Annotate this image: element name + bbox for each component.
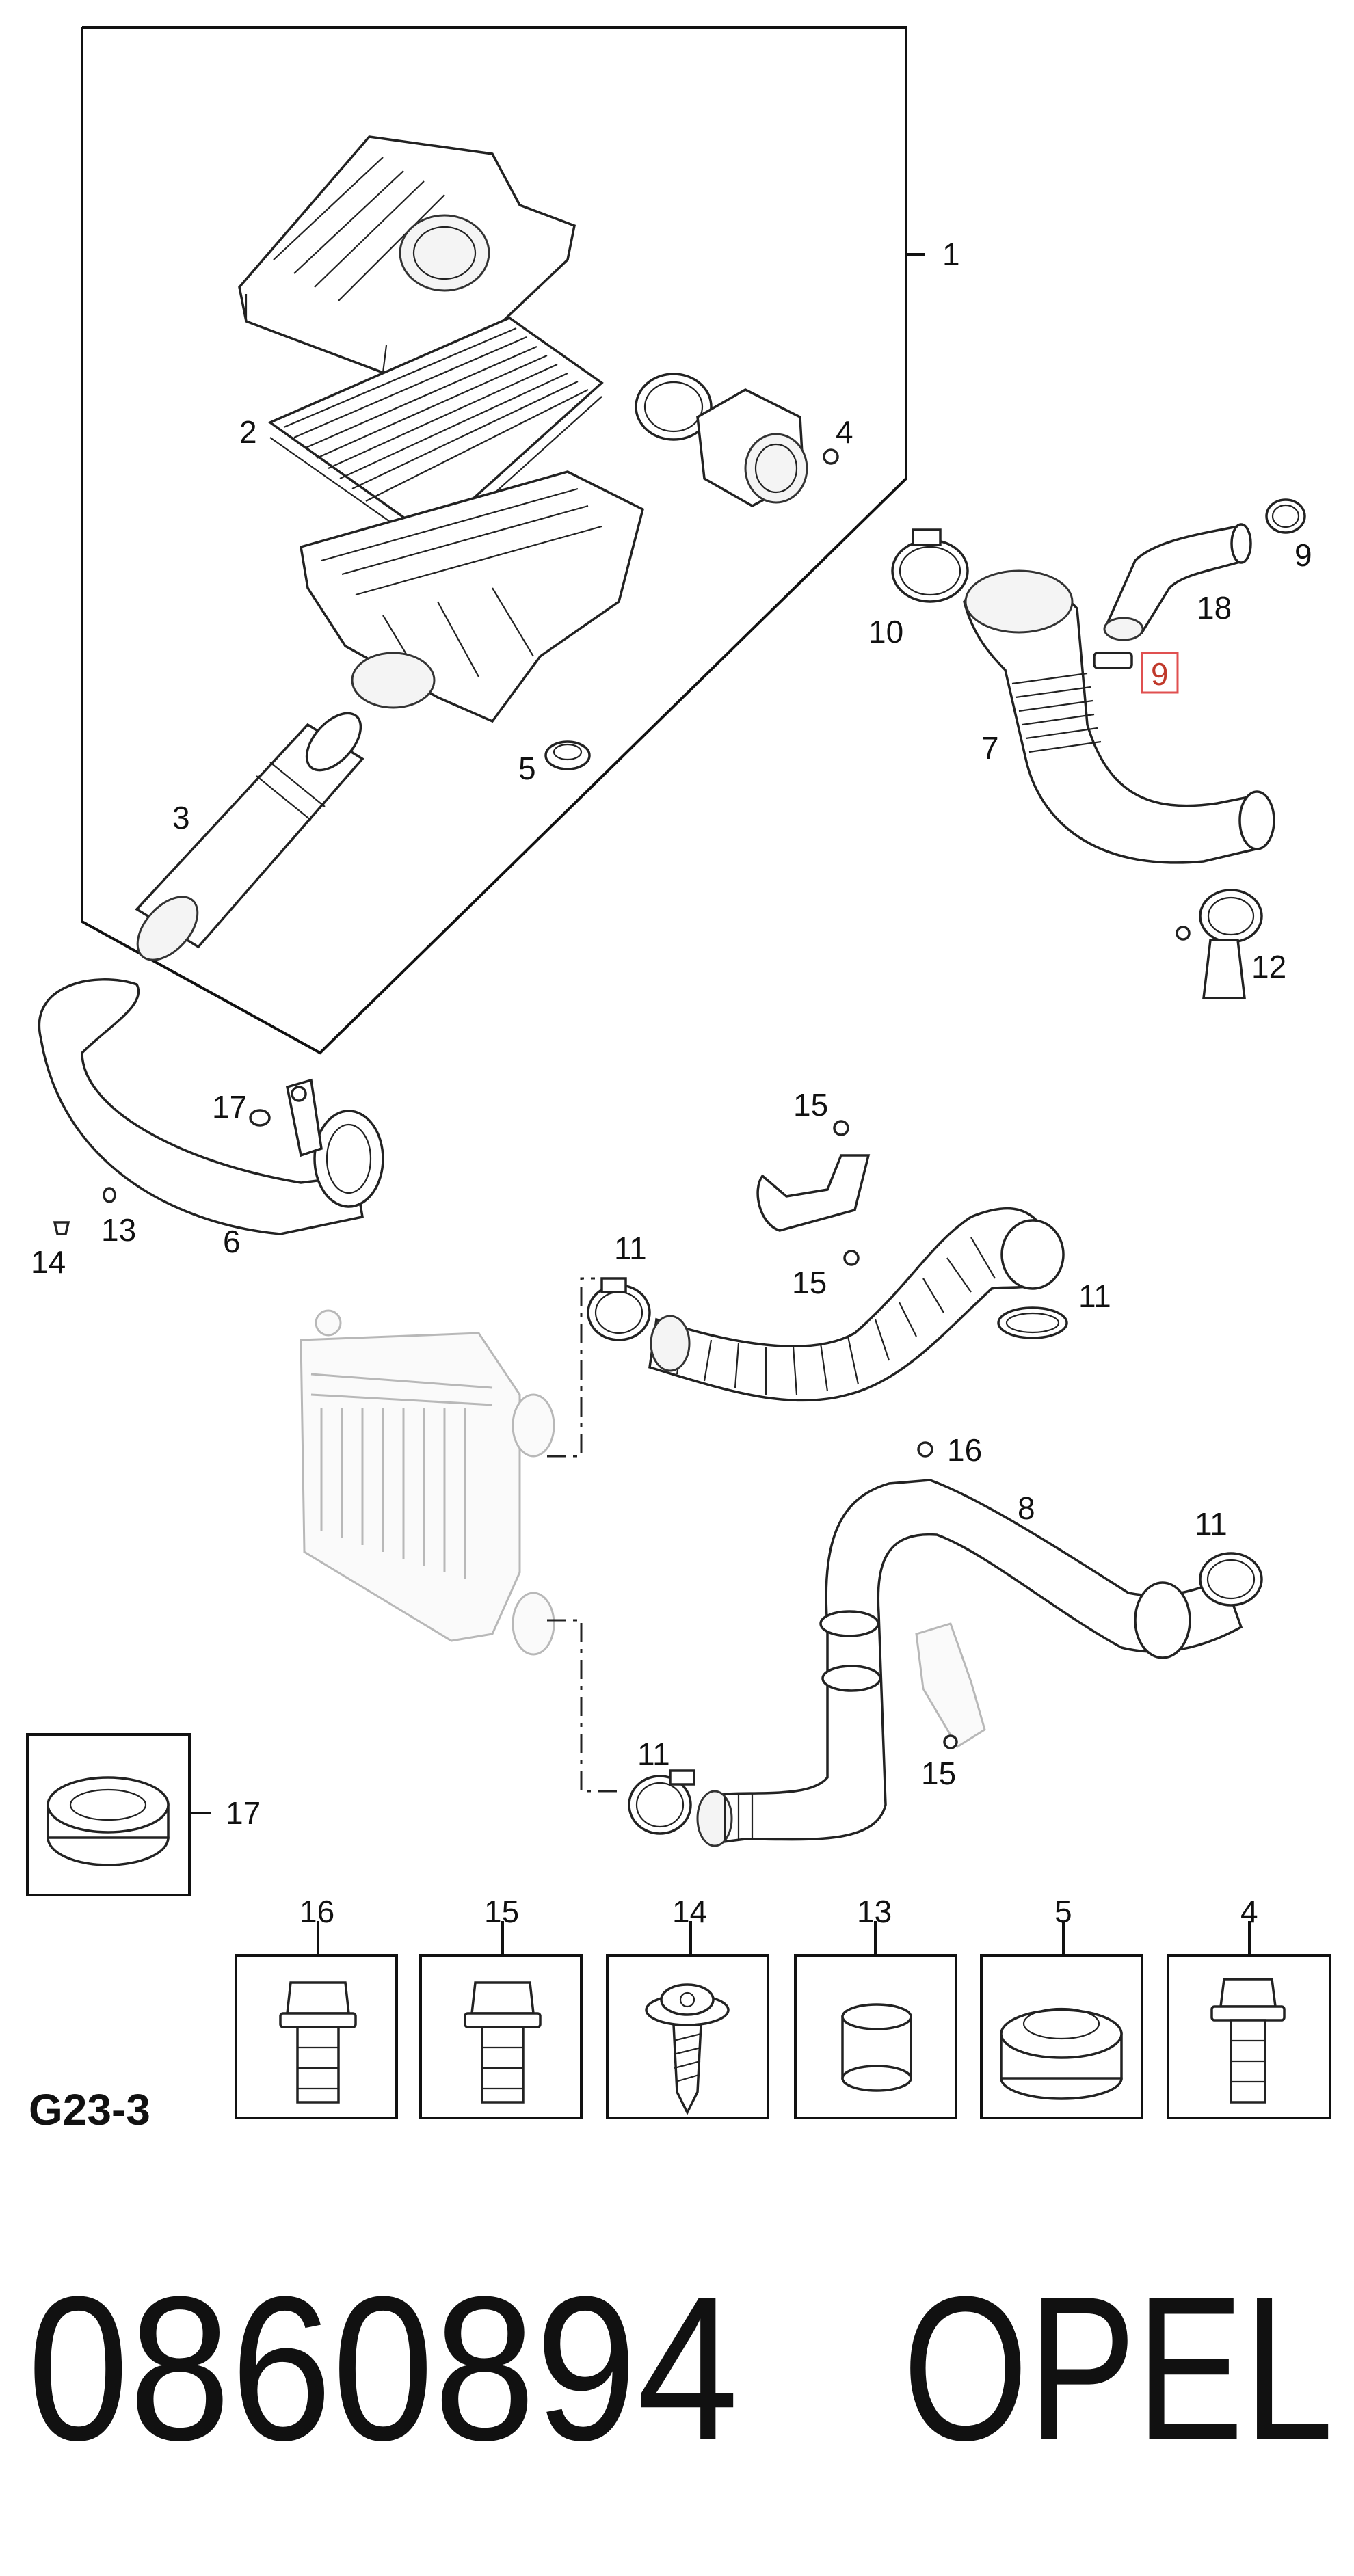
grommet-5-small [544, 740, 591, 770]
callout-17-small: 17 [212, 1089, 247, 1125]
callout-18: 18 [1197, 590, 1232, 626]
legend-item-5 [980, 1921, 1143, 2119]
grommet-17-small [249, 1109, 271, 1127]
hose-clamp-9-upper [1265, 498, 1306, 534]
callout-15-middle: 15 [792, 1265, 827, 1300]
callout-11-upper-left: 11 [614, 1231, 647, 1266]
grommet-17-inset [26, 1733, 211, 1896]
callout-10: 10 [868, 614, 903, 649]
intercooler-ghost [300, 1309, 555, 1656]
legend-label-14: 14 [672, 1894, 707, 1929]
hose-clamp-9-small [1093, 652, 1133, 669]
callout-17-inset: 17 [226, 1795, 261, 1831]
bracket-15-ghost [915, 1622, 986, 1749]
callout-11-upper-right: 11 [1078, 1278, 1111, 1314]
part-number: 0860894 [27, 2253, 739, 2483]
callout-2: 2 [239, 414, 257, 450]
hose-clamp-11-lower [628, 1769, 695, 1835]
callout-15-lower: 15 [921, 1756, 956, 1791]
bolt-15-small-lower [943, 1734, 958, 1749]
hose-6 [38, 978, 384, 1235]
callout-6: 6 [223, 1224, 241, 1259]
callout-1: 1 [942, 237, 960, 272]
legend-label-5: 5 [1054, 1894, 1072, 1929]
air-cleaner-frame [81, 26, 925, 1055]
bracket-clamp-12 [1176, 889, 1263, 999]
callout-11-lower: 11 [637, 1736, 670, 1772]
pipe-8 [696, 1479, 1243, 1847]
callout-7: 7 [981, 730, 999, 766]
bracket-15-upper [756, 1120, 871, 1266]
legend-item-15 [419, 1921, 583, 2119]
sheet-code: G23-3 [29, 2085, 150, 2134]
legend-label-13: 13 [857, 1894, 892, 1929]
callout-11-right: 11 [1195, 1506, 1227, 1542]
hose-7 [963, 569, 1275, 864]
callout-8: 8 [1018, 1490, 1035, 1526]
bushing-13-small [103, 1187, 116, 1203]
legend-row [235, 1921, 1331, 2119]
legend-label-16: 16 [300, 1894, 334, 1929]
callout-14: 14 [31, 1244, 66, 1280]
callout-13: 13 [101, 1212, 136, 1248]
screw-14-small [53, 1221, 70, 1235]
legend-item-4 [1167, 1921, 1331, 2119]
highlight-box-9 [1141, 652, 1179, 694]
callout-labels: 1 2 3 4 5 6 7 8 9 9 10 11 11 11 11 12 13… [31, 237, 1312, 1831]
callout-9-highlighted: 9 [1151, 656, 1169, 692]
bolt-16-small [917, 1441, 933, 1458]
callout-9-upper: 9 [1295, 537, 1312, 573]
legend-labels: 16 15 14 13 5 4 [300, 1894, 1258, 1929]
callout-4: 4 [836, 414, 853, 450]
bolt-4-small [823, 448, 839, 465]
intake-pipe-3 [135, 712, 364, 961]
callout-12: 12 [1251, 949, 1286, 984]
legend-label-15: 15 [484, 1894, 519, 1929]
mass-air-flow-sensor [696, 388, 808, 507]
legend-item-14 [606, 1921, 769, 2119]
hose-clamp-10 [891, 528, 969, 603]
legend-item-13 [794, 1921, 957, 2119]
callout-16: 16 [947, 1432, 982, 1468]
callout-15-upper: 15 [793, 1087, 828, 1123]
brand-name: OPEL [903, 2253, 1333, 2483]
callout-5: 5 [518, 751, 536, 786]
legend-item-16 [235, 1921, 398, 2119]
hose-clamp-11-upper-left [587, 1277, 651, 1341]
connection-dashes [547, 1277, 622, 1793]
hose-18 [1103, 523, 1252, 641]
legend-label-4: 4 [1240, 1894, 1258, 1929]
o-ring-seal [635, 373, 713, 441]
air-cleaner-housing-lower [300, 470, 645, 723]
hose-clamp-11-upper-right [997, 1306, 1068, 1339]
hose-clamp-11-right [1199, 1552, 1263, 1607]
corrugated-hose-upper [648, 1207, 1065, 1402]
callout-3: 3 [172, 800, 190, 835]
